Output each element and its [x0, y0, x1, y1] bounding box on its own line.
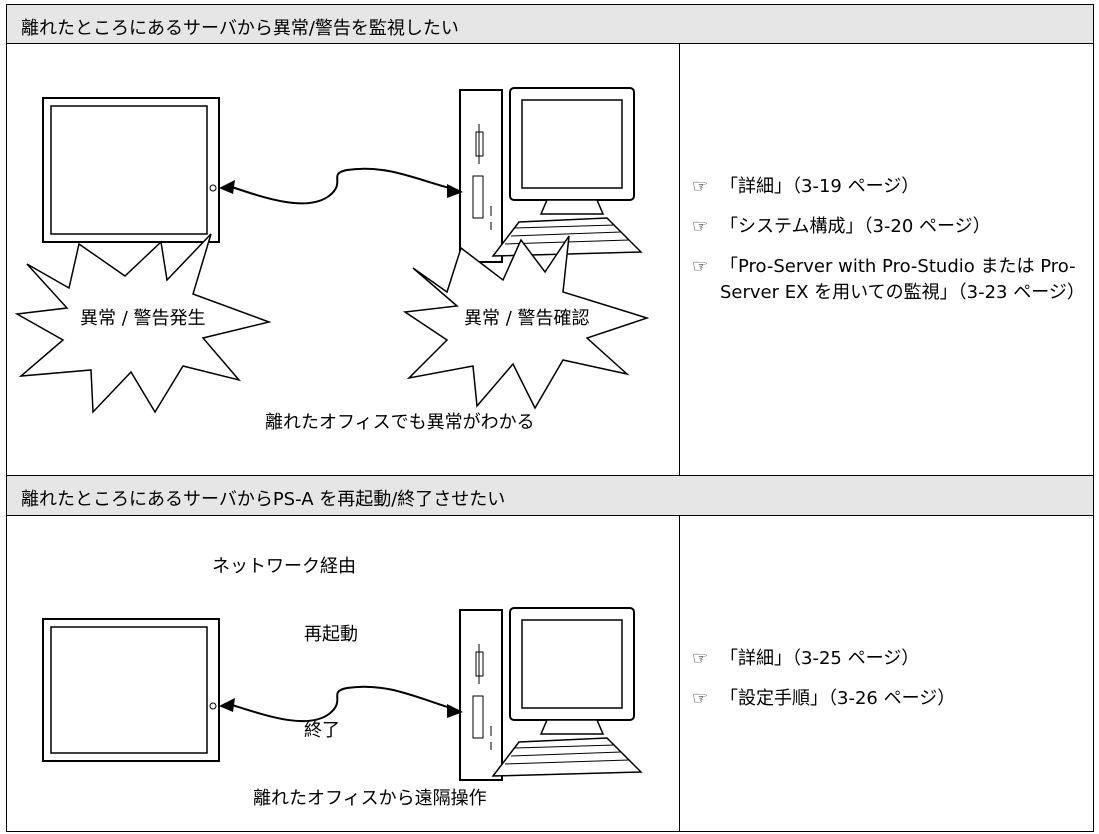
- burst-left-label: 異常 / 警告発生: [80, 308, 206, 329]
- section1-header: 離れたところにあるサーバから異常/警告を監視したい: [6, 4, 1094, 44]
- reference-link-system-3-20[interactable]: ☞「システム構成」（3-20 ページ）: [692, 214, 1082, 240]
- section1-diagram: [14, 87, 650, 414]
- connection-arrow: [219, 685, 463, 723]
- reference-link-detail-3-25[interactable]: ☞「詳細」（3-25 ページ）: [692, 646, 1082, 672]
- restart-label: 再起動: [304, 624, 358, 645]
- burst-right-icon: [402, 235, 650, 410]
- pointing-hand-icon: ☞: [692, 216, 709, 237]
- reference-link-setup-3-26[interactable]: ☞「設定手順」（3-26 ページ）: [692, 686, 1082, 712]
- pointing-hand-icon: ☞: [692, 648, 709, 669]
- section1-title: 離れたところにあるサーバから異常/警告を監視したい: [21, 18, 459, 39]
- pointing-hand-icon: ☞: [692, 176, 709, 197]
- burst-right-label: 異常 / 警告確認: [464, 308, 590, 329]
- pointing-hand-icon: ☞: [692, 256, 709, 277]
- section2-diagram: [42, 607, 643, 781]
- section2-caption: 離れたオフィスから遠隔操作: [253, 788, 487, 809]
- panel-display-icon: [42, 97, 220, 243]
- section1-references: ☞「詳細」（3-19 ページ） ☞「システム構成」（3-20 ページ） ☞「Pr…: [679, 44, 1094, 476]
- desktop-computer-icon: [459, 87, 643, 263]
- section1-caption: 離れたオフィスでも異常がわかる: [265, 412, 535, 433]
- burst-left-icon: [14, 233, 272, 414]
- network-label: ネットワーク経由: [212, 556, 356, 577]
- panel-display-icon: [42, 618, 220, 762]
- section2-illustration: ネットワーク経由 再起動 終了 離れたオフィスから遠隔操作: [6, 516, 680, 832]
- section1-illustration: 異常 / 警告発生 異常 / 警告確認 離れたオフィスでも異常がわかる: [6, 44, 680, 476]
- desktop-computer-icon: [459, 607, 643, 781]
- shutdown-label: 終了: [304, 720, 340, 741]
- section2-title: 離れたところにあるサーバからPS-A を再起動/終了させたい: [21, 489, 506, 510]
- section2-header: 離れたところにあるサーバからPS-A を再起動/終了させたい: [6, 476, 1094, 516]
- reference-link-monitor-3-23[interactable]: ☞「Pro-Server with Pro-Studio または Pro-Ser…: [692, 256, 1085, 303]
- pointing-hand-icon: ☞: [692, 688, 709, 709]
- reference-link-detail-3-19[interactable]: ☞「詳細」（3-19 ページ）: [692, 174, 1082, 200]
- connection-arrow: [219, 167, 463, 205]
- section2-references: ☞「詳細」（3-25 ページ） ☞「設定手順」（3-26 ページ）: [679, 516, 1094, 832]
